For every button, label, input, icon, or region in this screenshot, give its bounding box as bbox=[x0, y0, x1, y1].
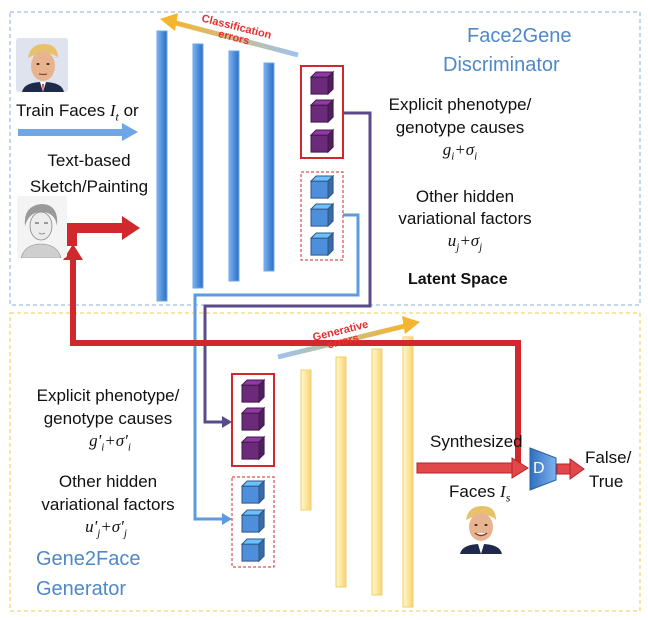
faces-label-text: Faces bbox=[449, 482, 501, 501]
sketch-painting-image bbox=[17, 196, 67, 258]
disc-hidden-line1: Other hidden bbox=[415, 187, 515, 206]
faces-label-subscript: s bbox=[505, 490, 511, 505]
output-arrow-head bbox=[569, 458, 585, 480]
sketch-label-line2: Sketch/Painting bbox=[29, 177, 149, 196]
disc-hidden-math-rest: +σ bbox=[459, 231, 480, 250]
gen-explicit-math-sub2: i bbox=[127, 441, 131, 454]
gen-explicit-box bbox=[231, 373, 275, 467]
train-faces-subscript: t bbox=[115, 109, 119, 124]
train-face-photo bbox=[16, 38, 68, 92]
gen-layer-bar-1 bbox=[300, 369, 312, 511]
gen-hidden-cube-3 bbox=[240, 537, 266, 563]
gen-explicit-math-sub: i bbox=[101, 441, 105, 454]
faces-label-symbol: I bbox=[500, 482, 506, 501]
gen-explicit-line1: Explicit phenotype/ bbox=[36, 386, 180, 405]
gen-hidden-math-rest: +σ' bbox=[100, 517, 124, 536]
train-faces-symbol: I bbox=[109, 101, 116, 120]
synth-arrow-head bbox=[511, 457, 529, 479]
generative-error-arrowhead bbox=[402, 316, 420, 334]
gen-explicit-cube-3 bbox=[240, 435, 266, 461]
sketch-label-line1: Text-based bbox=[47, 151, 131, 170]
output-true-label: True bbox=[589, 472, 624, 491]
discriminator-title-line1: Face2Gene bbox=[467, 25, 572, 47]
train-faces-text: Train Faces bbox=[16, 101, 110, 120]
gen-layer-bar-3 bbox=[371, 348, 383, 596]
disc-layer-bar-2 bbox=[192, 43, 204, 289]
gen-hidden-math-sub: j bbox=[97, 527, 101, 540]
disc-hidden-math-sub: j bbox=[456, 241, 460, 254]
explicit-connector-arrowhead bbox=[222, 416, 232, 428]
gen-hidden-line1: Other hidden bbox=[58, 472, 158, 491]
gen-explicit-math-g: g' bbox=[89, 431, 102, 450]
discriminator-panel bbox=[9, 11, 641, 306]
d-block bbox=[529, 447, 557, 491]
gen-layer-bar-4 bbox=[402, 336, 414, 608]
input-arrow-head bbox=[122, 123, 138, 141]
disc-hidden-cube-3 bbox=[309, 231, 335, 257]
d-label: D bbox=[533, 460, 545, 477]
hidden-connector-arrowhead bbox=[222, 513, 232, 525]
gen-hidden-cube-1 bbox=[240, 479, 266, 505]
output-false-label: False/ bbox=[585, 448, 632, 467]
generator-panel bbox=[9, 312, 641, 612]
train-faces-label: Train Faces It or bbox=[16, 102, 139, 122]
synthesized-face-photo bbox=[456, 502, 506, 554]
sketch-arrow-shaft bbox=[67, 223, 124, 246]
gen-hidden-math-u: u' bbox=[85, 517, 98, 536]
latent-cubes bbox=[240, 70, 335, 563]
disc-explicit-line1: Explicit phenotype/ bbox=[388, 95, 532, 114]
synth-arrow-shaft bbox=[416, 462, 516, 474]
disc-explicit-math: gi+σi bbox=[420, 141, 500, 162]
generator-title-line1: Gene2Face bbox=[36, 548, 141, 570]
disc-hidden-cube-1 bbox=[309, 174, 335, 200]
faces-label: Faces Is bbox=[449, 483, 510, 503]
gen-explicit-math: g'i+σ'i bbox=[60, 432, 160, 453]
gen-explicit-line2: genotype causes bbox=[43, 409, 173, 428]
gen-explicit-cube-1 bbox=[240, 378, 266, 404]
disc-layer-bar-3 bbox=[228, 50, 240, 282]
gen-hidden-cube-2 bbox=[240, 508, 266, 534]
explicit-connector bbox=[203, 111, 372, 424]
gen-explicit-math-rest: +σ' bbox=[104, 431, 128, 450]
disc-hidden-math-u: u bbox=[447, 231, 457, 250]
input-arrow-shaft bbox=[18, 129, 124, 136]
disc-explicit-math-rest: +σ bbox=[454, 140, 475, 159]
sketch-arrow-head bbox=[122, 216, 140, 240]
feedback-loop-arrowhead bbox=[63, 244, 83, 260]
classification-error-arrowhead bbox=[160, 13, 178, 31]
disc-explicit-math-sub2: i bbox=[474, 150, 478, 163]
latent-space-label: Latent Space bbox=[408, 271, 508, 288]
disc-explicit-cube-3 bbox=[309, 128, 335, 154]
gen-explicit-cube-2 bbox=[240, 406, 266, 432]
generator-title-line2: Generator bbox=[36, 578, 127, 600]
disc-hidden-math-sub2: j bbox=[479, 241, 483, 254]
disc-hidden-math: uj+σj bbox=[425, 232, 505, 253]
feedback-loop-line bbox=[70, 258, 521, 468]
gen-hidden-box bbox=[231, 476, 275, 568]
disc-explicit-math-sub: i bbox=[451, 150, 455, 163]
disc-explicit-math-g: g bbox=[442, 140, 452, 159]
disc-layer-bar-1 bbox=[156, 30, 168, 302]
disc-layer-bar-4 bbox=[263, 62, 275, 272]
gen-hidden-math: u'j+σ'j bbox=[56, 518, 156, 539]
gen-layer-bar-2 bbox=[335, 356, 347, 588]
disc-hidden-line2: variational factors bbox=[398, 209, 532, 228]
gen-hidden-line2: variational factors bbox=[41, 495, 175, 514]
disc-explicit-line2: genotype causes bbox=[395, 118, 525, 137]
classification-error-line bbox=[171, 19, 299, 58]
hidden-connector bbox=[193, 213, 360, 521]
synthesized-label: Synthesized bbox=[430, 432, 523, 451]
discriminator-title-line2: Discriminator bbox=[443, 54, 560, 76]
disc-explicit-cube-2 bbox=[309, 98, 335, 124]
train-faces-suffix: or bbox=[118, 101, 139, 120]
gen-hidden-math-sub2: j bbox=[123, 527, 127, 540]
disc-hidden-cube-2 bbox=[309, 202, 335, 228]
disc-explicit-cube-1 bbox=[309, 70, 335, 96]
